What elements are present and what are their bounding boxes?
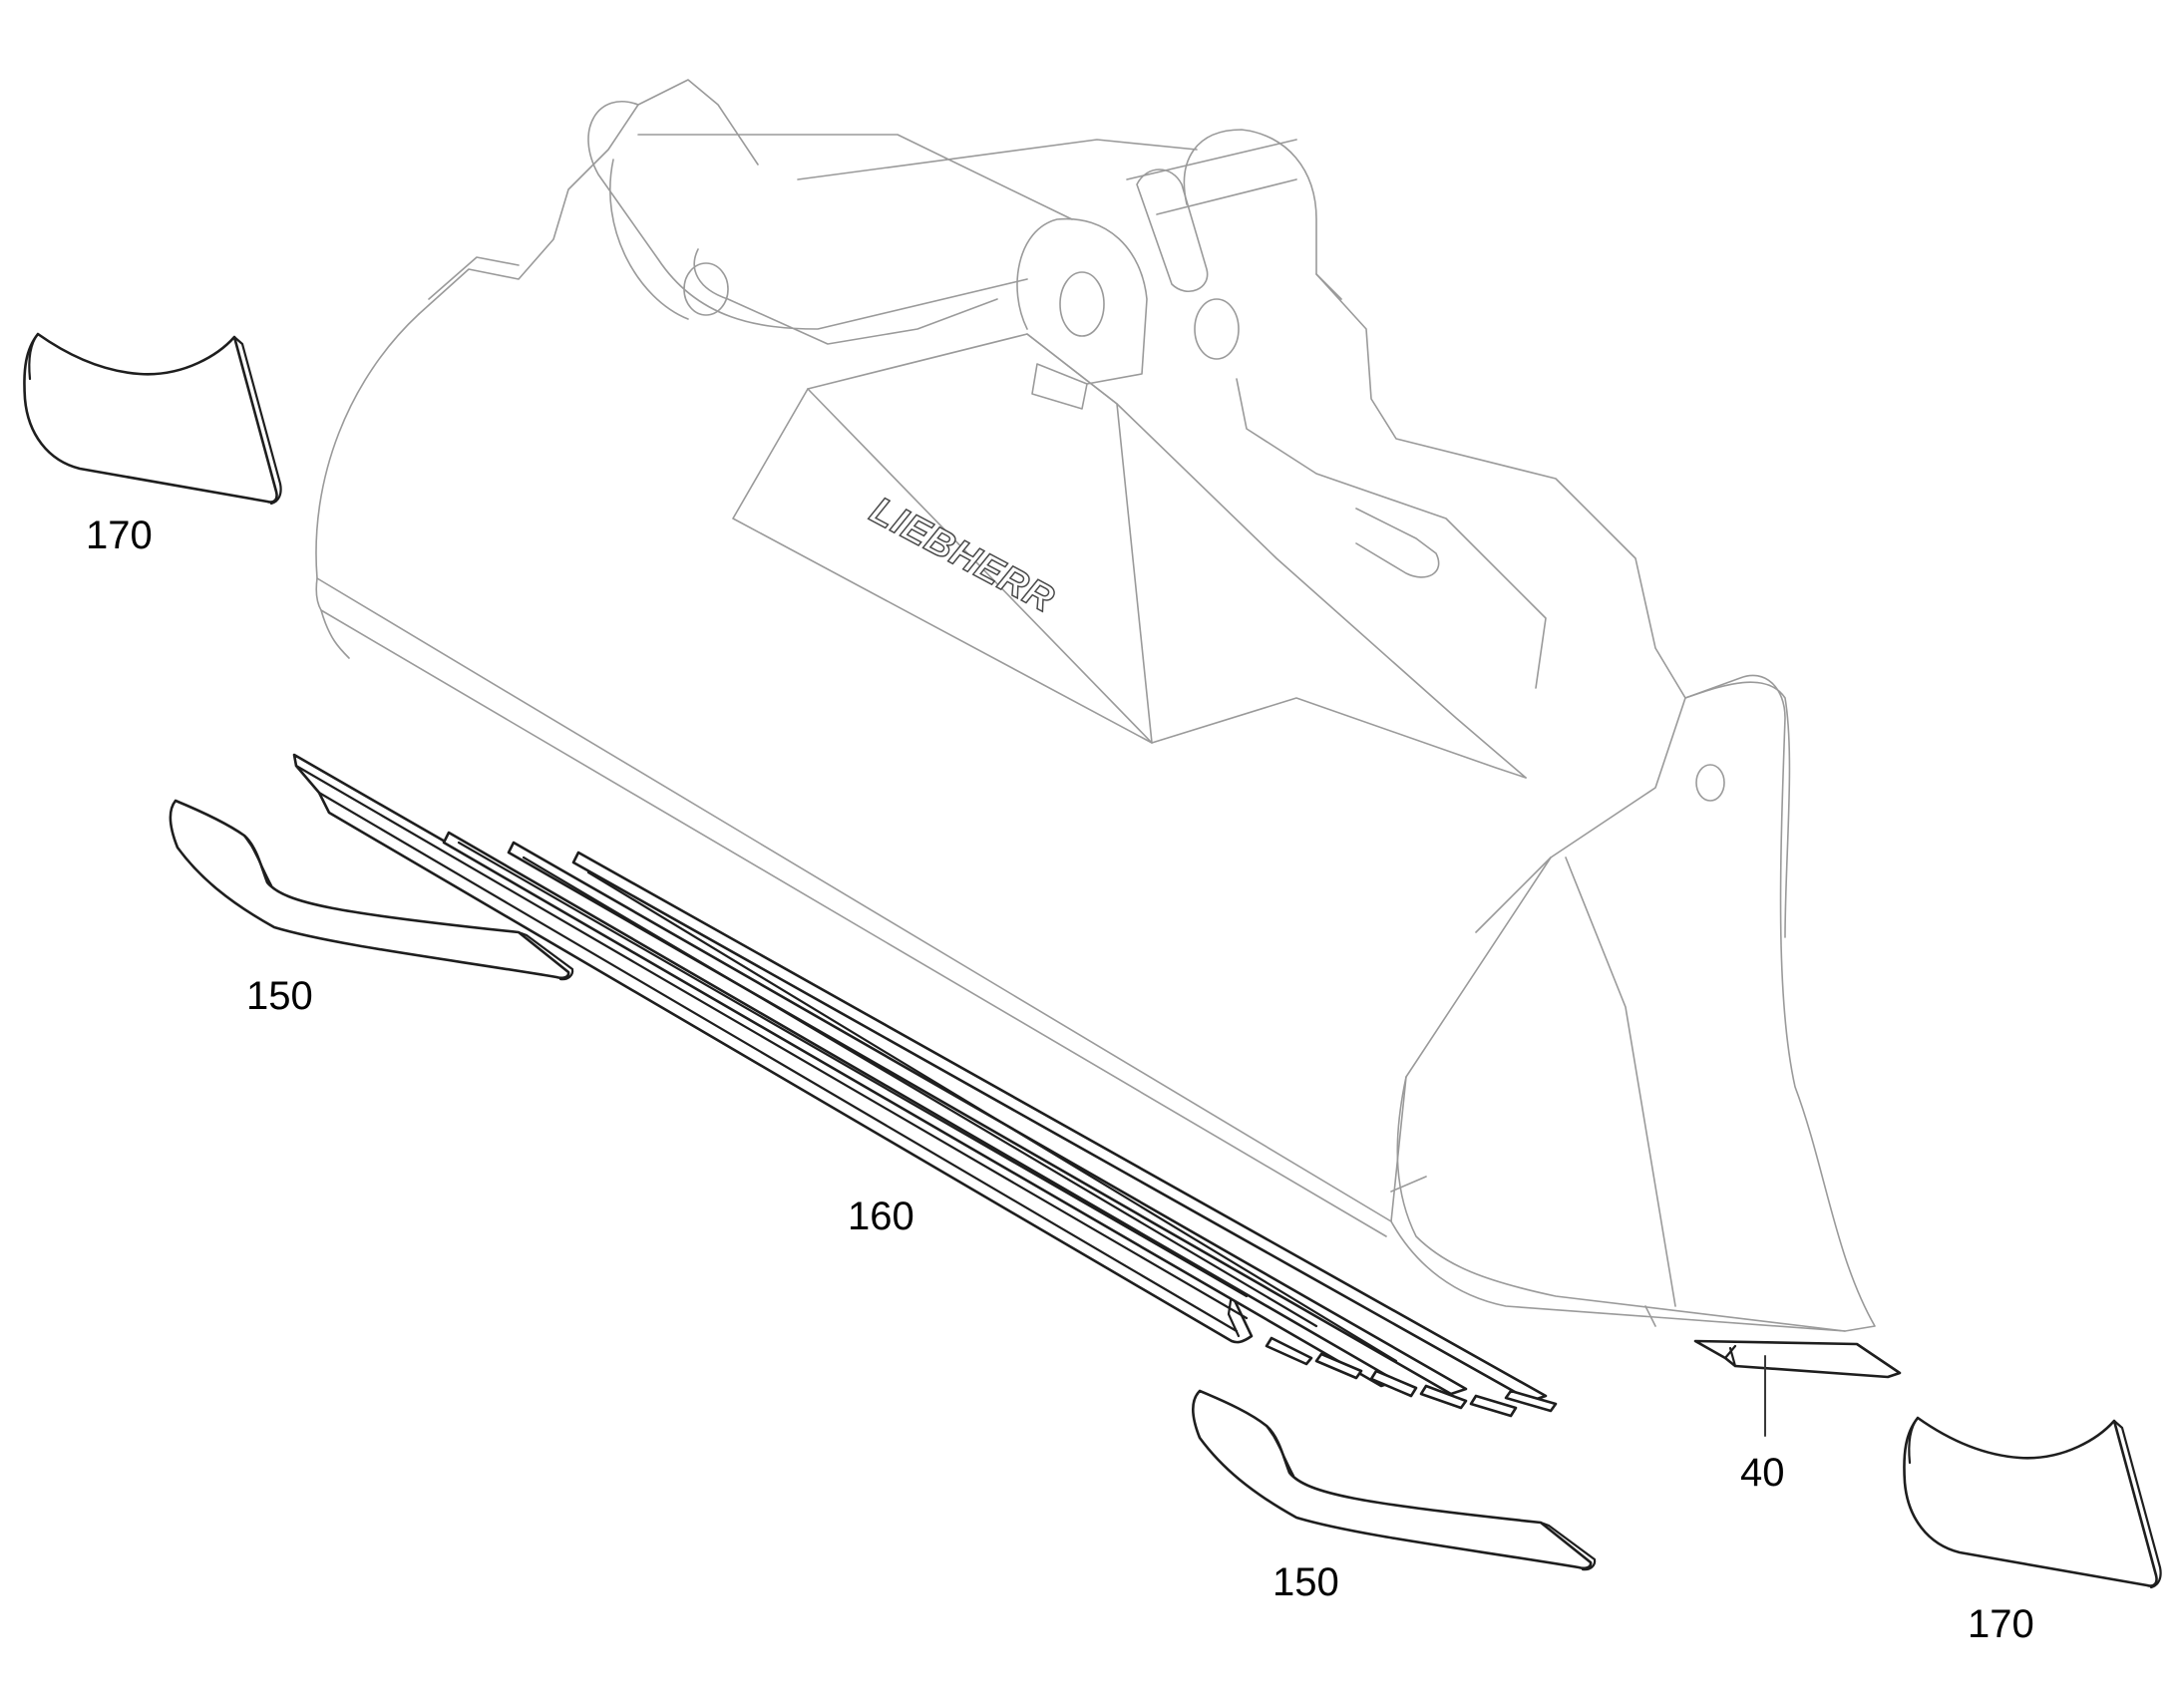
part-150-left xyxy=(169,799,574,981)
callout-160: 160 xyxy=(848,1195,914,1238)
callout-170-left: 170 xyxy=(86,513,153,557)
brand-mark: LIEBHERR xyxy=(864,490,1061,621)
part-40-side-cutter xyxy=(1693,1339,1902,1437)
hinge-lug-front xyxy=(1016,217,1148,385)
left-mount-plate xyxy=(587,101,1028,330)
part-170-right xyxy=(1903,1416,2162,1589)
part-150-right xyxy=(1191,1389,1597,1571)
bucket-shell-outline xyxy=(315,313,1876,1332)
center-apex-plate xyxy=(732,333,1153,744)
right-side-plate xyxy=(1315,273,1686,699)
right-end-plate xyxy=(1684,681,1791,938)
part-160-cutting-edges xyxy=(292,753,1558,1418)
callout-150-right: 150 xyxy=(1272,1560,1339,1604)
callout-40: 40 xyxy=(1740,1451,1785,1495)
callout-150-left: 150 xyxy=(246,974,313,1018)
part-170-left xyxy=(23,332,282,506)
callout-170-right: 170 xyxy=(1968,1602,2034,1646)
